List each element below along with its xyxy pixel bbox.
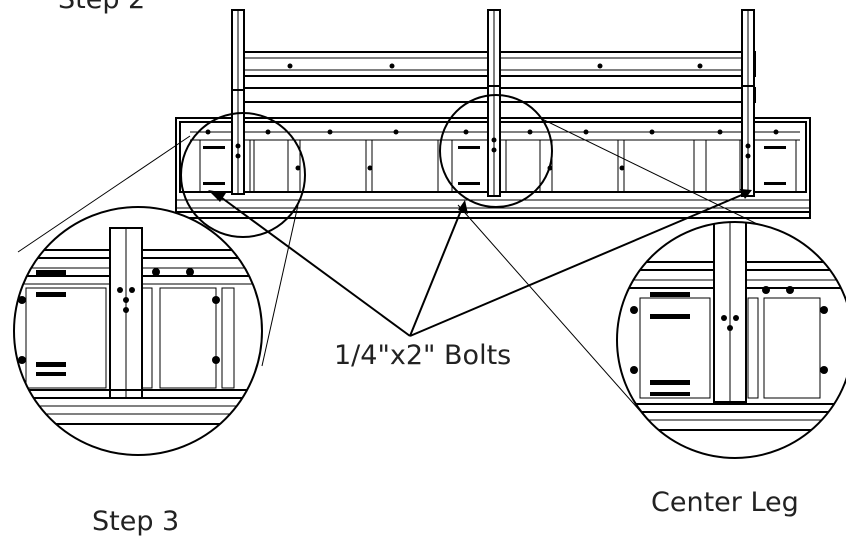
step-3-label: Step 3 xyxy=(92,506,180,537)
center-leg-label: Center Leg xyxy=(651,487,799,518)
lower-leg-sections xyxy=(231,85,755,197)
right-detail-view xyxy=(616,221,846,459)
leader-lines xyxy=(17,117,791,421)
step-2-label: Step 2 xyxy=(58,0,145,15)
bolt-pointer-arrows xyxy=(208,189,752,337)
bench-frame xyxy=(175,9,811,238)
left-detail-view xyxy=(13,206,263,456)
center-callout-circle xyxy=(439,94,553,208)
bolts-label: 1/4"x2" Bolts xyxy=(334,340,512,371)
left-callout-circle xyxy=(180,112,306,238)
